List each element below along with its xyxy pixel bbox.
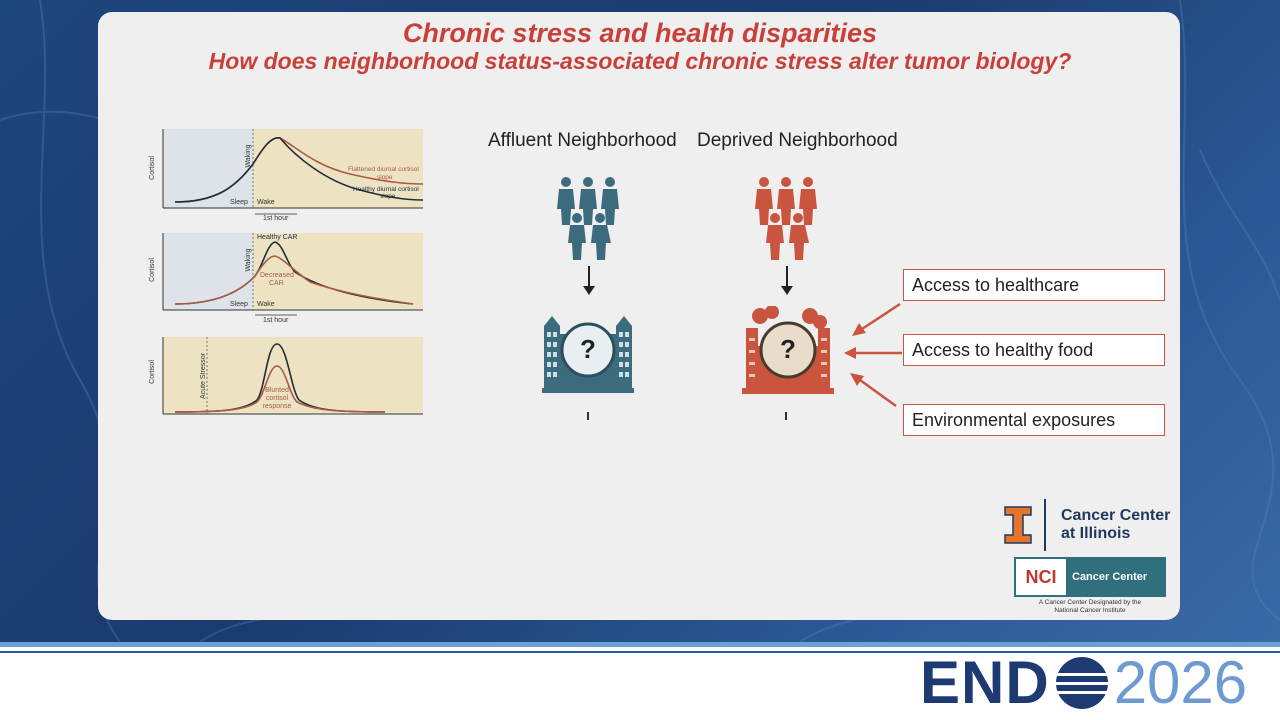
affluent-down-arrow-icon xyxy=(583,266,595,295)
sleep-region xyxy=(163,129,253,208)
affluent-tick xyxy=(587,412,589,420)
blunted-label-line1: Blunted xyxy=(265,387,289,394)
globe-icon xyxy=(1055,657,1108,709)
wake-label: Wake xyxy=(257,199,275,206)
acute-stress-chart: Cortisol Acute Stressor Blunted cortisol… xyxy=(145,334,430,420)
blunted-label-line2: cortisol xyxy=(266,395,289,402)
endo-logo: END 2026 xyxy=(920,652,1247,714)
affluent-question-mark: ? xyxy=(580,334,596,364)
sleep-label: Sleep xyxy=(230,199,248,206)
healthy-slope-curve xyxy=(174,137,424,203)
slide-subtitle: How does neighborhood status-associated … xyxy=(208,48,1072,74)
car-chart: Cortisol Waking Sleep Wake 1st hour Heal… xyxy=(145,230,430,326)
chart-region xyxy=(163,337,423,414)
wake-label: Wake xyxy=(257,301,275,308)
affluent-people-icon xyxy=(557,177,619,260)
affluent-building-icon xyxy=(542,316,634,393)
arrow-head-food xyxy=(844,347,856,359)
blunted-response-curve xyxy=(174,365,386,413)
endo-brand-text: END xyxy=(920,649,1050,716)
slide-card xyxy=(98,12,1180,620)
cancer-center-illinois-logo: Cancer Center at Illinois xyxy=(1000,497,1180,553)
decreased-car-curve xyxy=(174,255,414,305)
slide-title: Chronic stress and health disparities xyxy=(402,18,878,48)
sleep-region xyxy=(163,233,253,310)
factor-access-healthy-food: Access to healthy food xyxy=(903,334,1165,366)
deprived-people-icon xyxy=(755,177,817,260)
y-axis-label: Cortisol xyxy=(149,360,156,384)
cancer-center-line2: at Illinois xyxy=(1061,525,1131,542)
footer-accent-line-thin xyxy=(0,651,1280,653)
arrow-head-environment xyxy=(850,373,864,386)
healthy-slope-label-line2: slope xyxy=(380,193,396,200)
deprived-tick xyxy=(785,412,787,420)
y-axis-label: Cortisol xyxy=(149,156,156,180)
illinois-i-logo-icon xyxy=(1004,506,1032,544)
arrow-head-healthcare xyxy=(852,323,866,336)
factor-access-healthcare: Access to healthcare xyxy=(903,269,1165,301)
blunted-label-line3: response xyxy=(263,403,292,410)
endo-year-text: 2026 xyxy=(1113,649,1248,716)
nci-cancer-center-badge: NCI Cancer Center xyxy=(1014,557,1166,597)
deprived-question-mark: ? xyxy=(780,334,796,364)
deprived-factory-icon xyxy=(742,306,834,394)
wake-region xyxy=(253,233,423,310)
affluent-neighborhood-label: Affluent Neighborhood xyxy=(488,130,677,151)
footer-accent-line xyxy=(0,642,1280,647)
y-axis-label: Cortisol xyxy=(149,258,156,282)
factor-environmental-exposures: Environmental exposures xyxy=(903,404,1165,436)
flattened-slope-label-line1: Flattened diurnal cortisol xyxy=(348,166,419,173)
decreased-car-label-line2: CAR xyxy=(269,280,284,287)
nci-designation-line2: National Cancer Institute xyxy=(1054,607,1126,614)
nci-designation-text: A Cancer Center Designated by the Nation… xyxy=(1010,599,1170,615)
deprived-down-arrow-icon xyxy=(781,266,793,295)
waking-label: Waking xyxy=(245,144,252,167)
healthy-car-label: Healthy CAR xyxy=(257,234,297,241)
nci-label: NCI xyxy=(1016,559,1066,595)
acute-stressor-label: Acute Stressor xyxy=(200,352,207,399)
diurnal-slope-chart: Cortisol Waking Sleep Wake 1st hour Flat… xyxy=(145,126,430,222)
logo-divider xyxy=(1044,499,1046,551)
factor-arrows xyxy=(844,302,902,408)
sleep-label: Sleep xyxy=(230,301,248,308)
flattened-slope-label-line2: slope xyxy=(377,174,393,181)
first-hour-label: 1st hour xyxy=(263,215,289,222)
deprived-neighborhood-label: Deprived Neighborhood xyxy=(697,130,898,151)
healthy-slope-label-line1: Healthy diurnal cortisol xyxy=(353,186,419,193)
nci-designation-line1: A Cancer Center Designated by the xyxy=(1038,599,1142,606)
wake-region xyxy=(253,129,423,208)
decreased-car-label-line1: Decreased xyxy=(260,272,294,279)
first-hour-label: 1st hour xyxy=(263,317,289,324)
cancer-center-line1: Cancer Center xyxy=(1061,507,1171,524)
nci-cc-label: Cancer Center xyxy=(1072,571,1148,583)
waking-label: Waking xyxy=(245,248,252,271)
